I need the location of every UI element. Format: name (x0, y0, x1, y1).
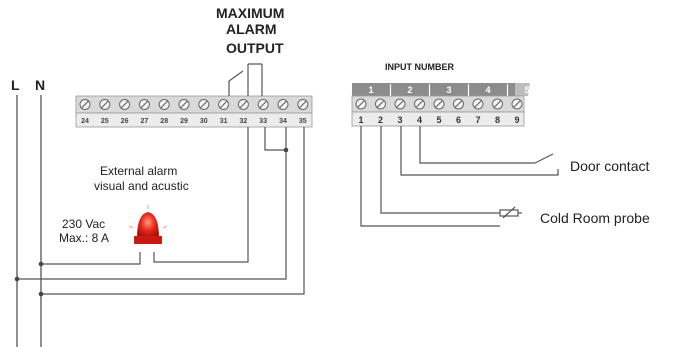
terminal-number: 26 (121, 118, 129, 125)
terminal-number: 27 (141, 118, 149, 125)
terminal-screw-icon (453, 98, 464, 110)
terminal-screw-icon (277, 99, 289, 110)
input-number: 4 (485, 85, 490, 95)
input-terminal-block: 1 2 3 4 5 1 2 3 4 5 6 7 8 9 (351, 83, 530, 127)
alarm-caption-2: visual and acustic (94, 179, 189, 193)
terminal-screw-icon (237, 99, 249, 110)
terminal-number: 25 (101, 118, 109, 125)
alarm-lamp-icon (128, 205, 168, 244)
terminal-number: 33 (259, 118, 267, 125)
l-label: L (11, 77, 20, 93)
cold-room-probe-label: Cold Room probe (540, 210, 650, 226)
input-number: 3 (446, 85, 451, 95)
terminal-screw-icon (218, 99, 230, 110)
terminal-number: 5 (436, 115, 441, 125)
terminal-screw-icon (492, 98, 503, 110)
terminal-screw-icon (79, 99, 91, 110)
terminal-screw-icon (472, 98, 484, 110)
input-wiring (360, 126, 559, 227)
voltage-label: 230 Vac (62, 217, 106, 231)
terminal-number: 2 (378, 115, 383, 125)
alarm-label: ALARM (226, 21, 277, 37)
input-number: 2 (407, 85, 412, 95)
input-number: 1 (368, 85, 373, 95)
terminal-number: 9 (514, 115, 519, 125)
terminal-screw-icon (257, 99, 269, 110)
junction-dot (283, 147, 289, 153)
terminal-number: 6 (456, 115, 461, 125)
maximum-label: MAXIMUM (216, 5, 285, 21)
terminal-screw-icon (511, 98, 523, 110)
probe-icon (499, 206, 522, 219)
terminal-number: 32 (240, 118, 248, 125)
terminal-number: 30 (200, 118, 208, 125)
door-contact-label: Door contact (570, 158, 650, 174)
terminal-screw-icon (355, 98, 367, 110)
terminal-number: 35 (299, 118, 307, 125)
output-label: OUTPUT (226, 40, 284, 56)
terminal-screw-icon (297, 99, 309, 110)
junction-dot (14, 276, 20, 282)
left-terminal-block: 24 25 26 27 28 29 30 31 32 33 34 35 (75, 95, 313, 128)
terminal-screw-icon (138, 99, 150, 110)
terminal-screw-icon (394, 98, 406, 110)
n-label: N (35, 77, 46, 93)
alarm-caption-1: External alarm (100, 164, 178, 178)
alarm-wiring (17, 127, 305, 295)
terminal-screw-icon (198, 99, 210, 110)
terminal-number: 1 (358, 115, 363, 125)
terminal-screw-icon (99, 99, 111, 110)
terminal-number: 7 (475, 115, 480, 125)
terminal-screw-icon (414, 98, 425, 110)
terminal-screw-icon (119, 99, 131, 110)
terminal-number: 8 (495, 115, 500, 125)
terminal-screw-icon (158, 99, 170, 110)
input-number-header: INPUT NUMBER (385, 62, 454, 72)
junction-dot (38, 261, 44, 267)
terminal-number: 3 (397, 115, 402, 125)
max-current-label: Max.: 8 A (59, 231, 110, 245)
terminal-number: 28 (160, 118, 168, 125)
input-number: 5 (524, 85, 529, 95)
relay-contact (228, 63, 263, 96)
terminal-screw-icon (178, 99, 190, 110)
junction-dot (38, 291, 44, 297)
terminal-number: 31 (220, 118, 228, 125)
terminal-screw-icon (433, 98, 445, 110)
terminal-number: 24 (81, 118, 89, 125)
terminal-number: 4 (417, 115, 422, 125)
terminal-number: 34 (279, 118, 287, 125)
terminal-number: 29 (180, 118, 188, 125)
terminal-screw-icon (375, 98, 386, 110)
